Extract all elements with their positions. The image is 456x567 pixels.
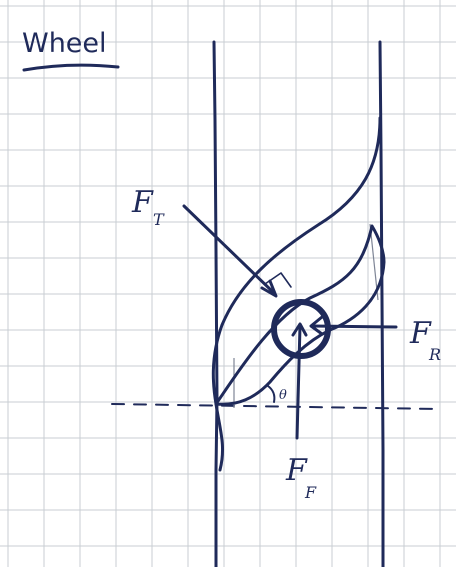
tension-arrowhead [260,279,278,298]
wheel-circle [271,299,331,359]
friction-force-arrow [295,324,302,440]
tension-force-label: F [131,185,154,220]
right-wall [378,40,385,567]
title-underline [22,63,120,72]
angle-arc [267,385,276,403]
reaction-force-label: F [409,316,432,351]
reaction-force-subscript: R [428,345,441,364]
reaction-arrowhead [309,315,324,336]
left-wall [212,40,219,567]
diagram-title: Wheel [22,28,107,59]
tension-force-arrow [182,204,276,295]
friction-arrowhead [291,322,308,337]
tension-force-subscript: T [153,210,165,229]
friction-force-label: F [285,453,308,488]
friction-force-subscript: F [304,483,317,502]
right-angle-mark [264,272,292,288]
angle-theta-label: θ [279,388,287,403]
helix-inner-curve [214,224,386,406]
horizontal-reference-line [111,403,441,410]
reaction-force-arrow [310,324,398,329]
helix-outer-curve [211,116,382,472]
